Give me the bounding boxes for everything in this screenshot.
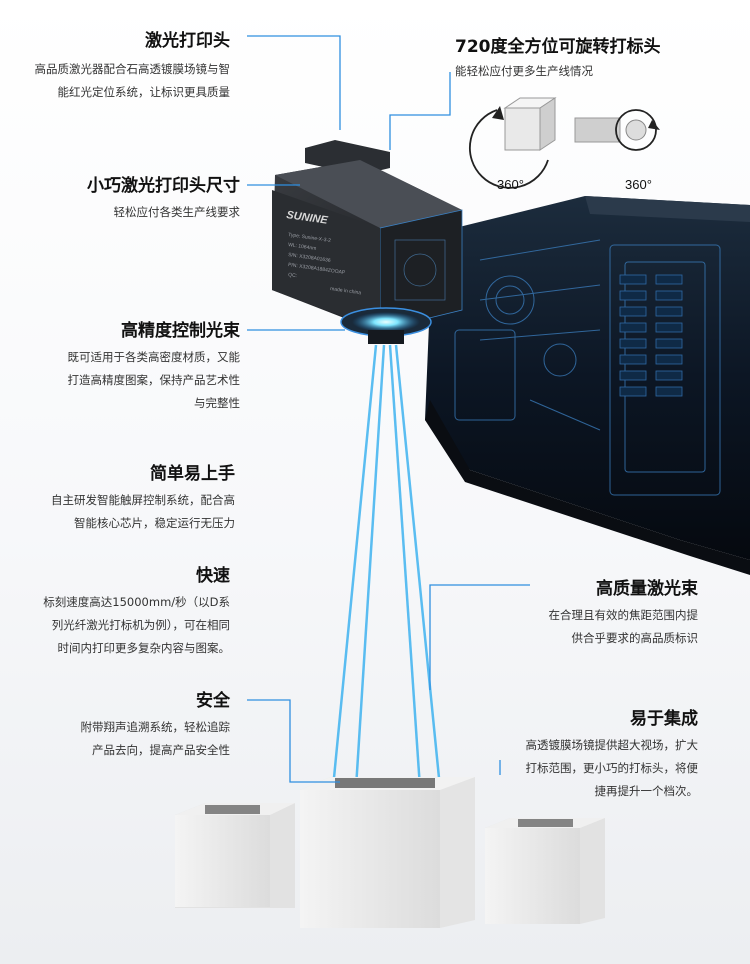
spec-label-line: made in china (330, 286, 362, 296)
feature-title: 易于集成 (630, 709, 698, 729)
feature-precision: 高精度控制光束 既可适用于各类高密度材质，又能 打造高精度图案，保持产品艺术性 … (0, 320, 241, 415)
feature-title: 720度全方位可旋转打标头 (455, 37, 661, 57)
brand-logo: SUNINE (286, 209, 329, 227)
feature-desc: 高透镀膜场镜提供超大视场，扩大 打标范围，更小巧的打标头，将便 捷再提升一个档次… (525, 738, 699, 798)
feature-integration: 易于集成 高透镀膜场镜提供超大视场，扩大 打标范围，更小巧的打标头，将便 捷再提… (448, 708, 699, 803)
feature-title: 高精度控制光束 (121, 321, 240, 341)
feature-title: 简单易上手 (150, 464, 235, 484)
spec-label-line: Type: Sunine-X-3-2 (288, 232, 332, 244)
feature-desc: 在合理且有效的焦距范围内提 供合乎要求的高品质标识 (548, 608, 699, 645)
laser-head: SUNINE Type: Sunine-X-3-2 WL: 1064nm S/N… (272, 140, 463, 344)
feature-title: 安全 (196, 691, 230, 711)
callout-lines (247, 35, 530, 783)
feature-title: 小巧激光打印头尺寸 (87, 176, 240, 196)
feature-desc: 附带翔声追溯系统，轻松追踪 产品去向，提高产品安全性 (80, 720, 231, 757)
spec-label-line: S/N: X3208A01636 (288, 252, 331, 264)
spec-label-line: QC: (288, 272, 298, 279)
spec-label-line: WL: 1064nm (288, 242, 317, 252)
feature-laser-head: 激光打印头 高品质激光器配合石高透镀膜场镜与智 能红光定位系统，让标识更具质量 (0, 30, 231, 104)
feature-desc: 标刻速度高达15000mm/秒（以D系 列光纤激光打标机为例），可在相同 时间内… (43, 595, 230, 655)
feature-title: 高质量激光束 (596, 579, 698, 599)
feature-desc: 能轻松应付更多生产线情况 (455, 64, 593, 78)
product-box-center (300, 777, 475, 928)
rotation-angle-right: 360° (625, 177, 652, 192)
product-box-left (175, 803, 295, 908)
feature-desc: 自主研发智能触屏控制系统，配合高 智能核心芯片，稳定运行无压力 (51, 493, 235, 530)
feature-safety: 安全 附带翔声追溯系统，轻松追踪 产品去向，提高产品安全性 (0, 690, 231, 762)
rotation-diagram (469, 97, 660, 189)
product-box-right (485, 818, 605, 924)
lens-glow (352, 312, 420, 332)
rotation-angle-left: 360° (497, 177, 524, 192)
machine-body (425, 196, 750, 575)
feature-desc: 既可适用于各类高密度材质，又能 打造高精度图案，保持产品艺术性 与完整性 (67, 350, 241, 410)
feature-fast: 快速 标刻速度高达15000mm/秒（以D系 列光纤激光打标机为例），可在相同 … (0, 565, 230, 660)
feature-compact: 小巧激光打印头尺寸 轻松应付各类生产线要求 (0, 175, 240, 224)
feature-beam: 高质量激光束 在合理且有效的焦距范围内提 供合乎要求的高品质标识 (468, 578, 699, 650)
feature-desc: 高品质激光器配合石高透镀膜场镜与智 能红光定位系统，让标识更具质量 (34, 62, 231, 99)
feature-easy: 简单易上手 自主研发智能触屏控制系统，配合高 智能核心芯片，稳定运行无压力 (0, 463, 235, 535)
feature-desc: 轻松应付各类生产线要求 (113, 205, 241, 219)
feature-rotation: 720度全方位可旋转打标头 能轻松应付更多生产线情况 (455, 36, 735, 83)
laser-beam (331, 344, 442, 789)
feature-title: 快速 (196, 566, 230, 586)
feature-title: 激光打印头 (145, 31, 230, 51)
